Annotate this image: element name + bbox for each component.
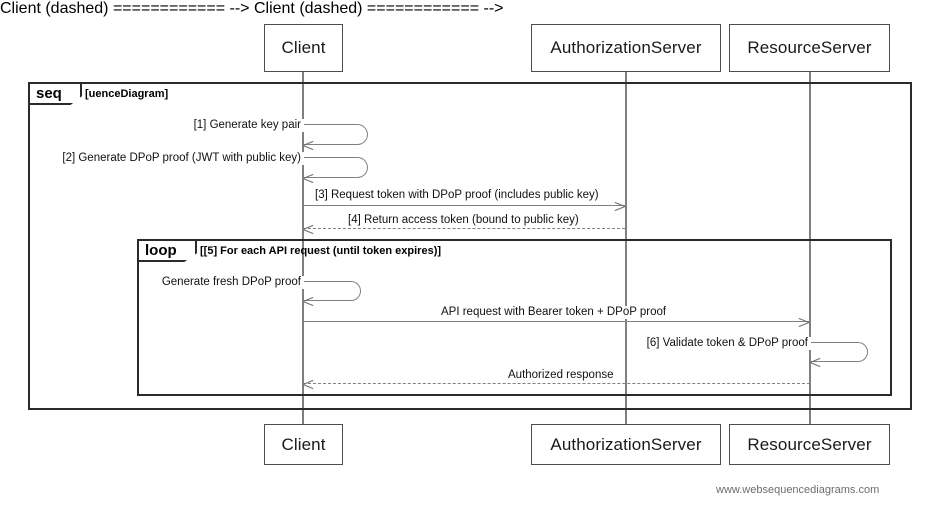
message-label-m6: API request with Bearer token + DPoP pro… — [438, 306, 670, 319]
fragment-keyword-seq: seq — [36, 84, 62, 102]
actor-label-client-bottom: Client — [281, 434, 326, 454]
actor-label-resource-server-bottom: ResourceServer — [747, 434, 872, 454]
actor-label-resource-server-top: ResourceServer — [747, 38, 872, 57]
message-label-m4: [4] Return access token (bound to public… — [345, 214, 582, 227]
actor-label-authorization-server-bottom: AuthorizationServer — [550, 434, 702, 454]
arrow-head-m6 — [798, 316, 809, 327]
fragment-label-seq: [uenceDiagram] — [85, 88, 169, 100]
self-loop-m1 — [303, 124, 368, 145]
arrow-head-m8 — [303, 378, 314, 389]
fragment-label-loop: [[5] For each API request (until token e… — [200, 245, 442, 257]
fragment-tag-loop: loop — [139, 241, 197, 262]
lifeline-authorization-server — [625, 72, 627, 424]
self-loop-m7 — [810, 342, 868, 362]
actor-label-client-top: Client — [281, 38, 326, 57]
fragment-tag-seq: seq — [30, 84, 82, 105]
self-loop-m5 — [303, 281, 361, 301]
actor-box-resource-server-bottom[interactable]: ResourceServer — [729, 424, 890, 465]
message-label-m7: [6] Validate token & DPoP proof — [632, 337, 811, 350]
fragment-keyword-loop: loop — [145, 241, 177, 259]
arrow-head-m3 — [614, 200, 625, 211]
arrow-head-m7 — [810, 356, 821, 367]
actor-box-authorization-server-bottom[interactable]: AuthorizationServer — [531, 424, 721, 465]
lifeline-client — [302, 72, 304, 424]
message-line-m3 — [303, 205, 625, 206]
message-line-m4 — [303, 228, 625, 229]
message-label-m8: Authorized response — [505, 369, 617, 382]
message-label-m5: Generate fresh DPoP proof — [148, 276, 304, 289]
arrow-head-m4 — [303, 223, 314, 234]
self-loop-m2 — [303, 157, 368, 178]
arrow-head-m5 — [303, 295, 314, 306]
message-label-m3: [3] Request token with DPoP proof (inclu… — [312, 189, 602, 202]
actor-box-resource-server-top[interactable]: ResourceServer — [729, 24, 890, 72]
message-label-m2: [2] Generate DPoP proof (JWT with public… — [30, 152, 304, 165]
message-line-m6 — [303, 321, 810, 322]
message-label-m1: [1] Generate key pair — [100, 119, 304, 132]
arrow-head-m1 — [303, 139, 314, 150]
actor-label-authorization-server-top: AuthorizationServer — [550, 38, 702, 57]
message-line-m8 — [303, 383, 810, 384]
lifeline-resource-server — [809, 72, 811, 424]
actor-box-client-bottom[interactable]: Client — [264, 424, 343, 465]
actor-box-authorization-server-top[interactable]: AuthorizationServer — [531, 24, 721, 72]
fragment-frame-loop — [137, 239, 892, 396]
watermark-text: www.websequencediagrams.com — [716, 484, 880, 496]
actor-box-client-top[interactable]: Client — [264, 24, 343, 72]
fragment-frame-seq — [28, 82, 912, 410]
arrow-head-m2 — [303, 172, 314, 183]
